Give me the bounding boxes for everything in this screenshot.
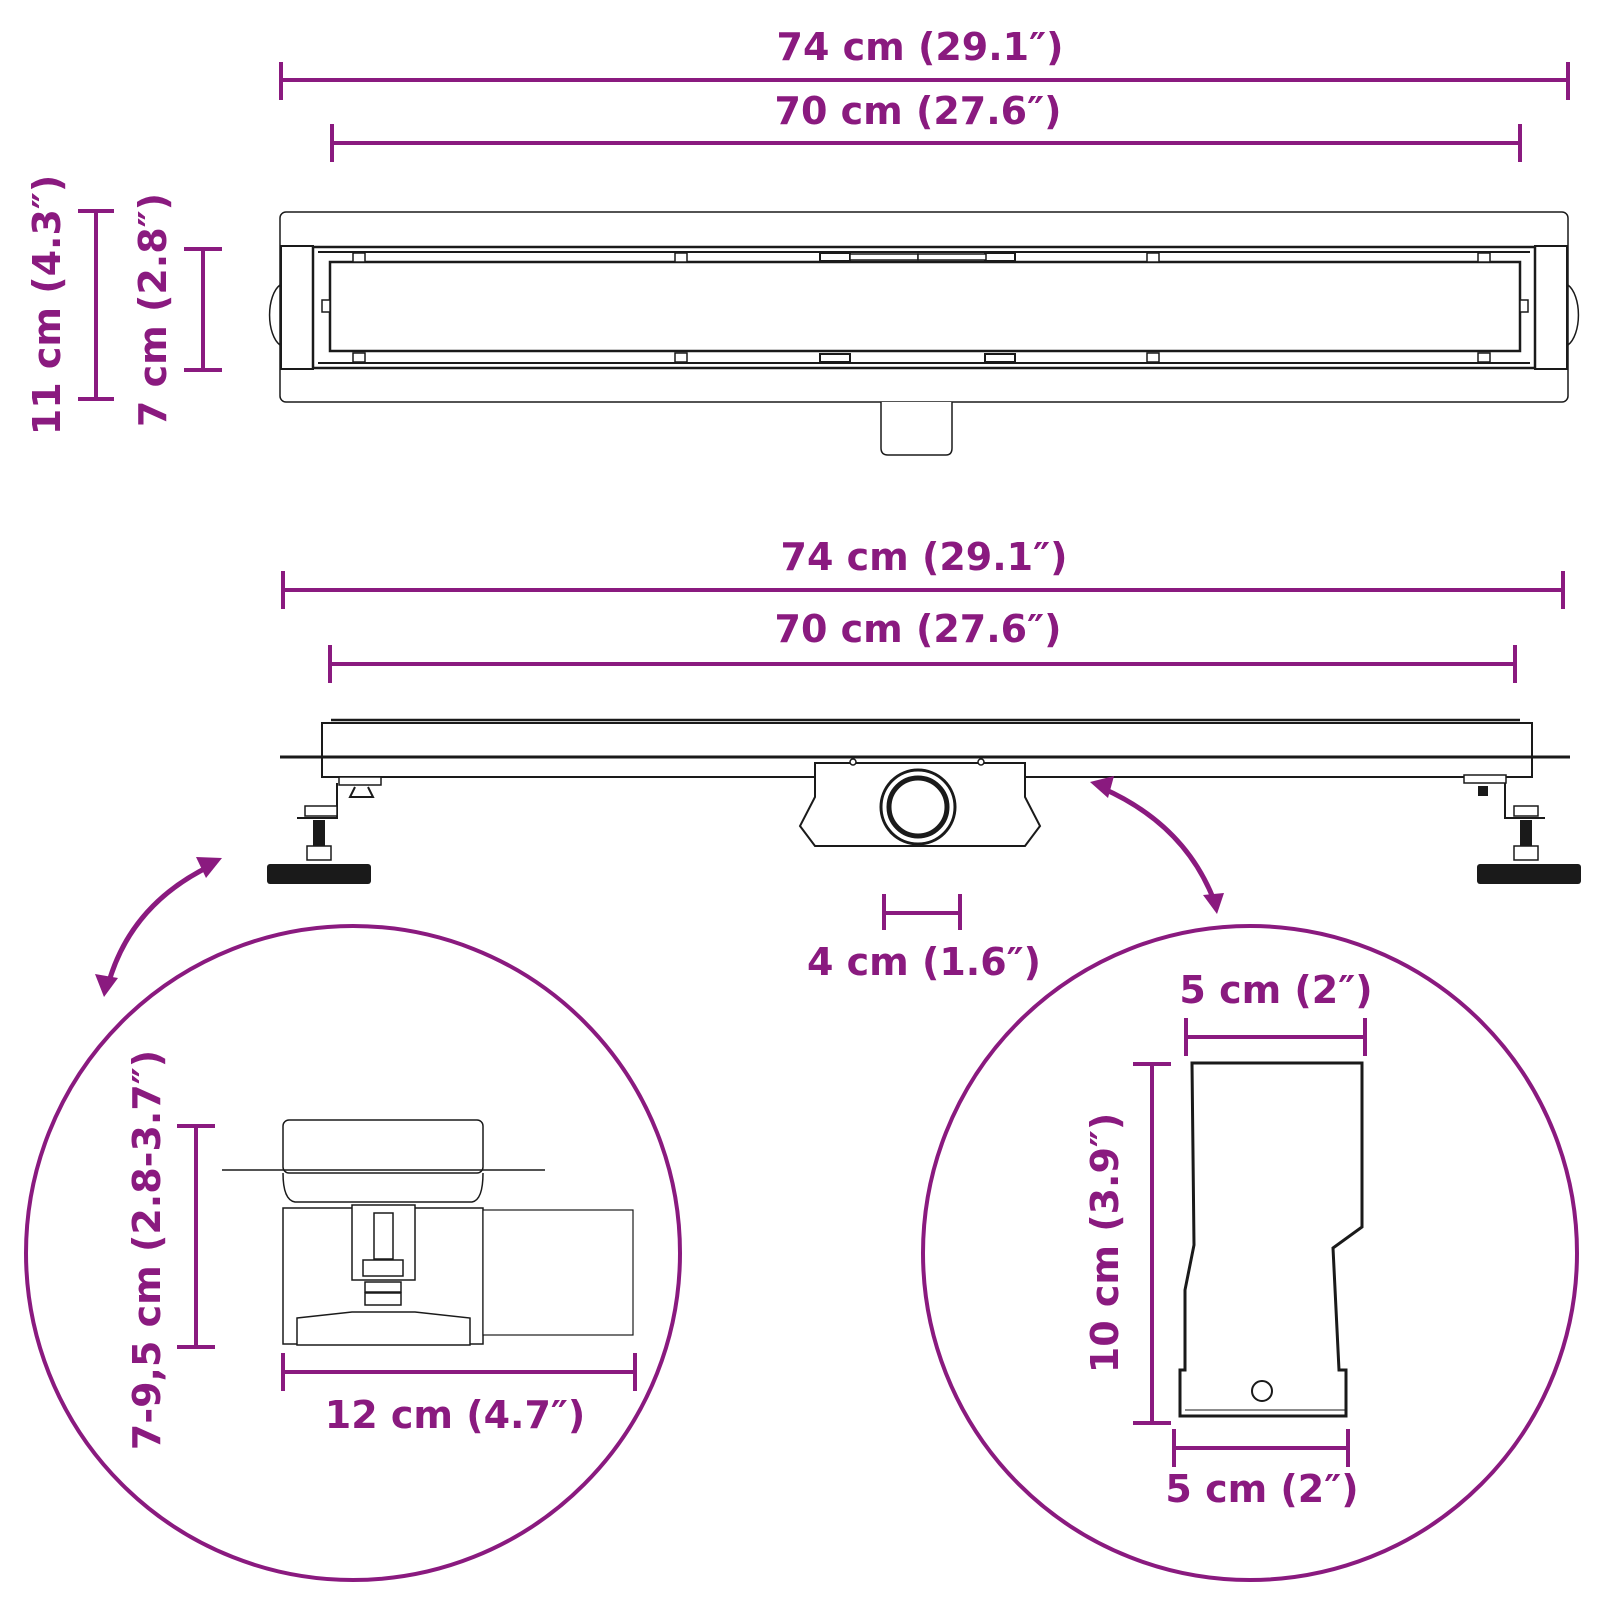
left-detail-circle: 7-9,5 cm (2.8-3.7″) 12 cm (4.7″) [24,924,682,1582]
top-overall-width-label: 11 cm (4.3″) [25,175,69,436]
detail-height-label: 10 cm (3.9″) [1083,1113,1127,1374]
top-overall-width-dimension: 11 cm (4.3″) [25,175,114,436]
top-grate-width-label: 7 cm (2.8″) [131,193,175,427]
detail-height-range-label: 7-9,5 cm (2.8-3.7″) [125,1050,169,1450]
detail-bottom-width-label: 5 cm (2″) [1165,1467,1358,1511]
outlet-diameter-label: 4 cm (1.6″) [807,940,1041,984]
side-overall-length-dimension: 74 cm (29.1″) [281,535,1565,609]
detail-top-width-label: 5 cm (2″) [1179,968,1372,1012]
right-detail-arrow-icon [1090,776,1224,914]
top-grate-length-dimension: 70 cm (27.6″) [330,89,1522,162]
top-grate-width-dimension: 7 cm (2.8″) [131,193,222,427]
side-grate-length-dimension: 70 cm (27.6″) [328,607,1517,683]
top-grate-length-label: 70 cm (27.6″) [775,89,1062,133]
top-overall-length-dimension: 74 cm (29.1″) [279,25,1570,100]
top-overall-length-label: 74 cm (29.1″) [777,25,1064,69]
drain-side-view-drawing [267,718,1581,884]
outlet-profile-drawing [1178,1061,1364,1418]
drain-cross-section-drawing [222,1119,634,1346]
side-grate-length-label: 70 cm (27.6″) [775,607,1062,651]
side-overall-length-label: 74 cm (29.1″) [781,535,1068,579]
left-detail-arrow-icon [95,857,222,997]
drain-top-view-drawing [268,211,1580,456]
outlet-diameter-dimension: 4 cm (1.6″) [807,894,1041,984]
right-detail-circle: 5 cm (2″) 10 cm (3.9″) 5 cm (2″) [921,924,1579,1582]
detail-depth-label: 12 cm (4.7″) [325,1393,586,1437]
